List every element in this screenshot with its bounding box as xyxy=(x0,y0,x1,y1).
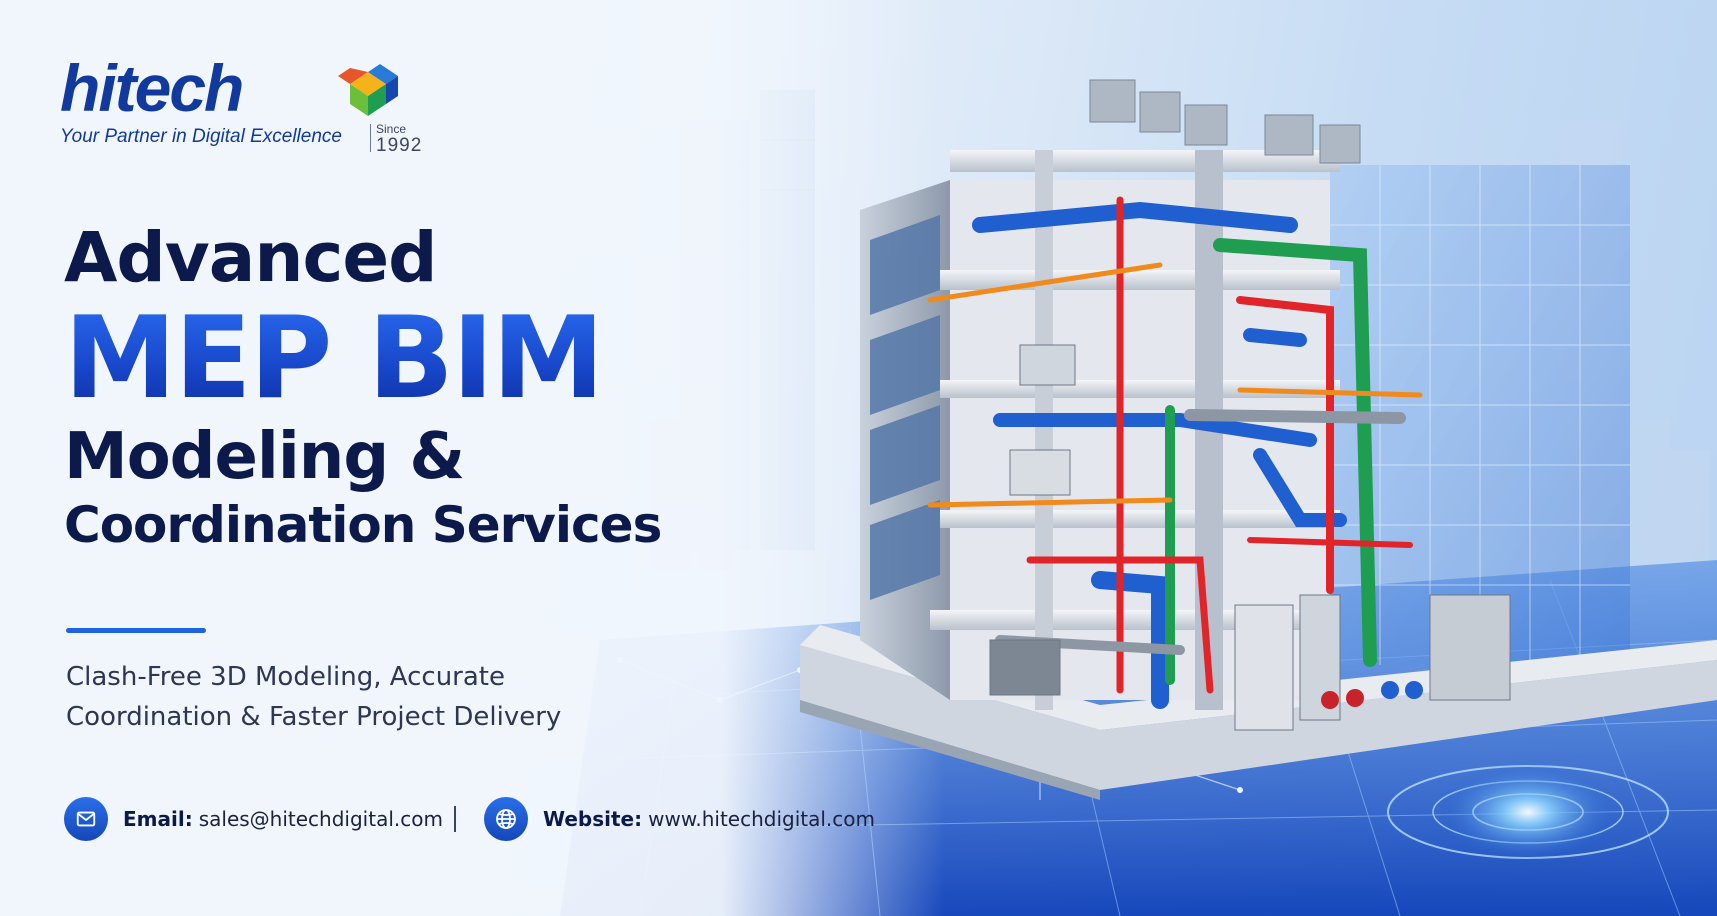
headline-modeling: Modeling & xyxy=(64,420,465,494)
email-link[interactable]: sales@hitechdigital.com xyxy=(198,807,443,831)
envelope-icon xyxy=(64,797,108,841)
brand-logo[interactable]: hitech Your Partner in Digital Excellenc… xyxy=(58,51,438,156)
logo-divider xyxy=(370,124,371,152)
headline-advanced: Advanced xyxy=(64,218,438,298)
subheadline-line-2: Coordination & Faster Project Delivery xyxy=(66,702,562,732)
contact-separator xyxy=(454,806,456,832)
cube-logo-icon xyxy=(338,64,398,116)
contact-email[interactable]: Email: sales@hitechdigital.com xyxy=(64,796,443,842)
brand-wordmark: hitech xyxy=(60,51,244,125)
headline-mep-bim: MEP BIM xyxy=(64,292,604,424)
main-building xyxy=(860,79,1511,731)
website-link[interactable]: www.hitechdigital.com xyxy=(648,807,875,831)
accent-divider xyxy=(66,628,206,633)
subheadline-line-1: Clash-Free 3D Modeling, Accurate xyxy=(66,662,505,692)
brand-tagline: Your Partner in Digital Excellence xyxy=(60,126,342,147)
globe-icon xyxy=(484,797,528,841)
headline-coordination: Coordination Services xyxy=(64,496,662,554)
email-label: Email: xyxy=(123,807,193,831)
website-label: Website: xyxy=(543,807,643,831)
since-year: 1992 xyxy=(376,135,423,156)
since-label: Since xyxy=(376,122,407,136)
contact-website[interactable]: Website: www.hitechdigital.com xyxy=(484,796,875,842)
